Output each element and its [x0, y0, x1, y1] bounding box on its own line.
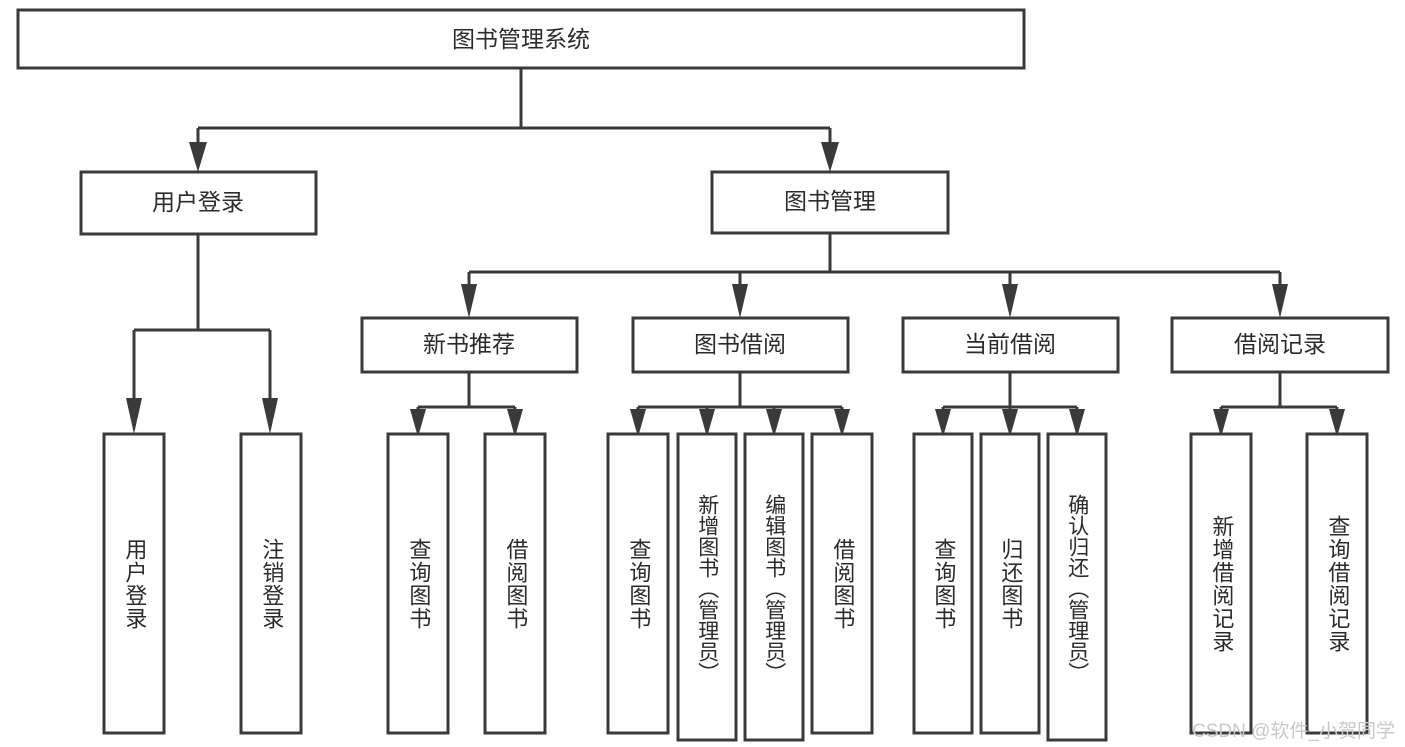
node-borrow-record-rect[interactable]: [1170, 316, 1390, 374]
arrow-head-leaf-add-book: [699, 409, 715, 437]
arrow-head-leaf-logout-login: [262, 398, 278, 434]
arrow-head-leaf-add-record: [1213, 409, 1229, 437]
arrow-head-leaf-user-login: [126, 398, 142, 434]
node-borrow-record[interactable]: 借阅记录: [1170, 316, 1390, 374]
arrow-head-leaf-confirm-return: [1069, 409, 1085, 437]
node-root-rect[interactable]: [16, 8, 1026, 70]
arrow-head-user-login: [189, 142, 207, 172]
node-user-login-label: 用户登录: [152, 189, 244, 215]
node-book-manage-label: 图书管理: [784, 188, 876, 214]
leaf-user-login-rect[interactable]: [102, 432, 166, 735]
node-book-borrow-rect[interactable]: [631, 316, 850, 374]
connector-group-book-manage: [461, 233, 1288, 318]
arrow-head-leaf-query-record: [1329, 409, 1345, 437]
leaf-borrow-book-2-rect[interactable]: [810, 432, 874, 735]
node-new-book-recommend-rect[interactable]: [360, 316, 579, 374]
connector-group-borrow-record: [1213, 372, 1345, 437]
leaf-query-book-3-rect[interactable]: [912, 432, 974, 735]
arrow-head-borrow-record: [1272, 284, 1288, 318]
leaf-confirm-return-rect[interactable]: [1046, 432, 1108, 742]
connector-group-user-login: [126, 234, 278, 434]
leaf-query-book-2-rect[interactable]: [606, 432, 670, 735]
arrow-head-leaf-query-book-3: [935, 409, 951, 437]
node-new-book-recommend-label: 新书推荐: [423, 331, 515, 357]
arrow-head-leaf-borrow-book-2: [834, 409, 850, 437]
arrow-head-leaf-return-book: [1002, 409, 1018, 437]
connector-group-current-borrow: [935, 372, 1085, 437]
arrow-head-leaf-edit-book: [766, 409, 782, 437]
connector-group-book-borrow: [630, 372, 850, 437]
leaf-edit-book-rect[interactable]: [743, 432, 805, 742]
arrow-head-leaf-query-book-2: [630, 409, 646, 437]
arrow-head-current-borrow: [1002, 284, 1018, 318]
arrow-head-leaf-borrow-book-1: [507, 409, 523, 437]
leaf-add-book-rect[interactable]: [676, 432, 738, 742]
arrow-head-new-book-recommend: [461, 284, 477, 318]
leaf-add-record-rect[interactable]: [1189, 432, 1253, 735]
node-book-borrow[interactable]: 图书借阅: [631, 316, 850, 374]
node-user-login-rect[interactable]: [79, 170, 318, 236]
node-book-manage[interactable]: 图书管理: [710, 170, 950, 235]
node-current-borrow[interactable]: 当前借阅: [901, 316, 1120, 374]
leaf-query-record-rect[interactable]: [1305, 432, 1369, 735]
leaf-logout-login-rect[interactable]: [239, 432, 303, 735]
leaf-rect-group: [102, 432, 1369, 742]
node-new-book-recommend[interactable]: 新书推荐: [360, 316, 579, 374]
node-user-login[interactable]: 用户登录: [79, 170, 318, 236]
node-book-borrow-label: 图书借阅: [694, 331, 786, 357]
leaf-borrow-book-1-rect[interactable]: [483, 432, 547, 735]
node-current-borrow-label: 当前借阅: [964, 331, 1056, 357]
arrow-head-book-manage: [821, 142, 839, 172]
node-borrow-record-label: 借阅记录: [1234, 331, 1326, 357]
node-current-borrow-rect[interactable]: [901, 316, 1120, 374]
connector-group-root: [189, 68, 839, 172]
arrow-head-book-borrow: [732, 284, 748, 318]
arrow-head-leaf-query-book-1: [410, 409, 426, 437]
node-root[interactable]: 图书管理系统: [16, 8, 1026, 70]
leaf-return-book-rect[interactable]: [979, 432, 1041, 735]
connector-group-new-book-recommend: [410, 372, 523, 437]
node-root-label: 图书管理系统: [452, 26, 590, 52]
leaf-query-book-1-rect[interactable]: [386, 432, 450, 735]
node-book-manage-rect[interactable]: [710, 170, 950, 235]
